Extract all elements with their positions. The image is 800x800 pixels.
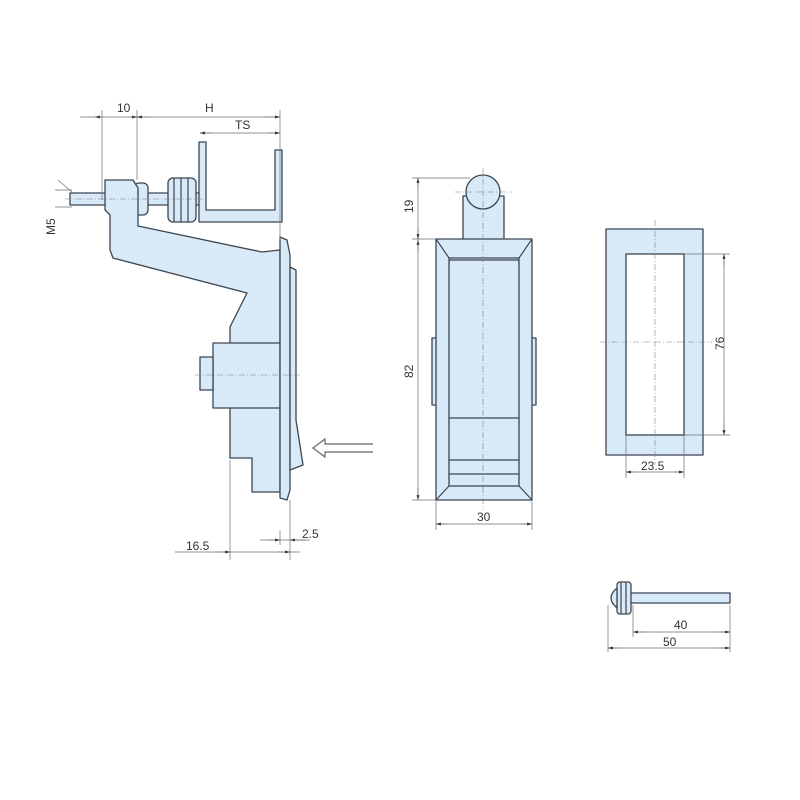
center-lines xyxy=(455,168,512,510)
dim-h-label: H xyxy=(205,101,214,115)
handle-lever xyxy=(289,266,304,471)
front-view: 19 82 30 xyxy=(402,168,537,530)
dim-50-label: 50 xyxy=(663,635,677,649)
dim-10-label: 10 xyxy=(117,101,131,115)
center-lines xyxy=(600,220,712,465)
key-dome xyxy=(610,587,618,609)
knurl-lines xyxy=(620,582,627,614)
dim-19-label: 19 xyxy=(402,199,416,213)
knurl-lines xyxy=(173,178,189,222)
dim-30-label: 30 xyxy=(477,510,491,524)
dimension-lines xyxy=(412,177,533,530)
dim-23-5-label: 23.5 xyxy=(641,459,665,473)
lock-housing xyxy=(212,342,281,409)
dim-82-label: 82 xyxy=(402,364,416,378)
key-shaft xyxy=(629,592,731,604)
front-recess xyxy=(448,257,520,487)
center-lines xyxy=(65,198,300,376)
side-view: 10 H TS M5 16.5 2.5 xyxy=(44,101,373,560)
dim-m5-label: M5 xyxy=(44,218,58,235)
bolt-head xyxy=(199,356,214,391)
dimension-lines xyxy=(55,110,310,560)
dim-2-5-label: 2.5 xyxy=(302,527,319,541)
dimension-lines xyxy=(625,253,730,478)
dim-40-label: 40 xyxy=(674,618,688,632)
arrow-icon xyxy=(312,437,373,459)
dim-ts-label: TS xyxy=(235,118,250,132)
face-plate xyxy=(279,236,291,501)
u-bracket xyxy=(198,141,283,223)
cutout-view: 76 23.5 xyxy=(600,220,730,478)
key-view: 40 50 xyxy=(607,581,731,652)
dimension-lines xyxy=(607,605,731,652)
latch-arm-body xyxy=(104,179,281,493)
recess-detail-lines xyxy=(435,238,533,501)
key-knurl xyxy=(616,581,632,615)
dim-16-5-label: 16.5 xyxy=(186,539,210,553)
dim-76-label: 76 xyxy=(713,336,727,350)
knurled-nut xyxy=(167,177,197,223)
